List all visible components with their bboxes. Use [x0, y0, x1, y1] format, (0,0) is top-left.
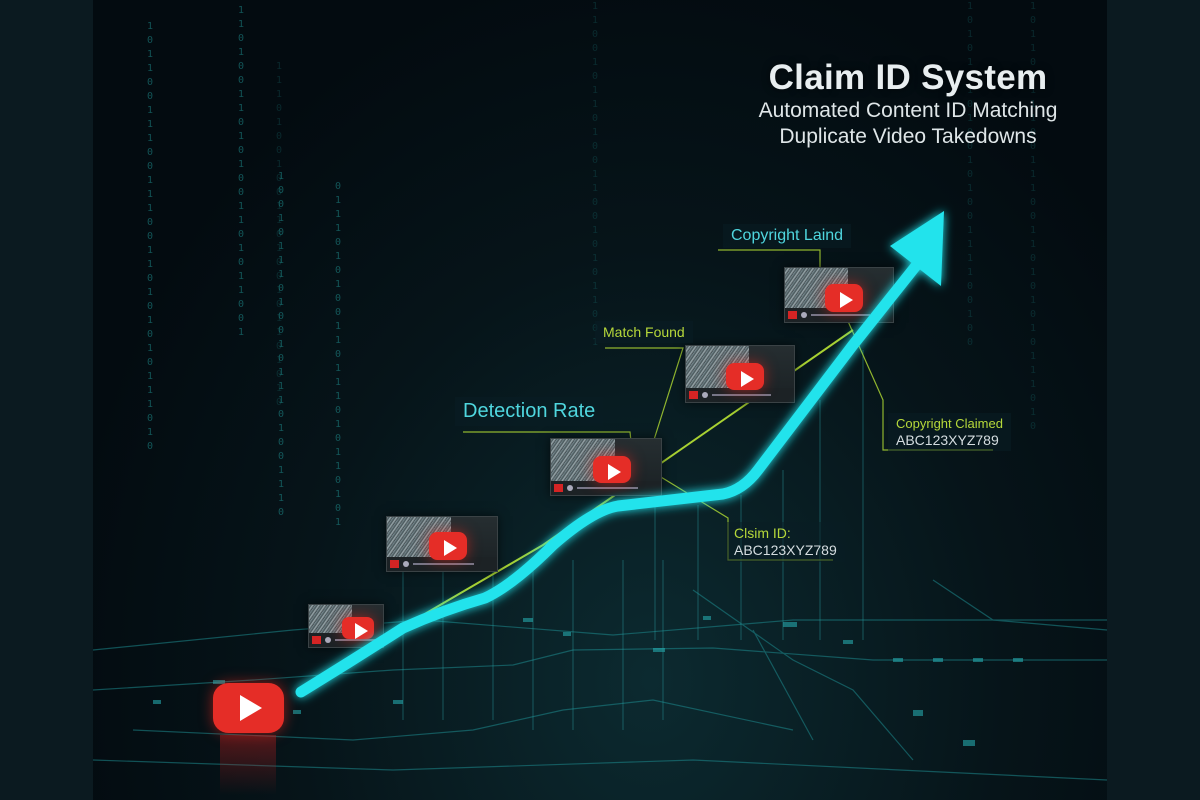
binary-column: 0111010100110111010110101	[334, 181, 342, 528]
subtitle-line-1: Automated Content ID Matching	[758, 99, 1058, 122]
binary-column: 1110100100110100101101010	[275, 61, 283, 408]
youtube-logo-icon	[213, 683, 284, 733]
label-copyright-claimed: Copyright Claimed ABC123XYZ789	[888, 413, 1011, 451]
label-match-found: Match Found	[595, 321, 693, 343]
copyright-claimed-id: ABC123XYZ789	[896, 432, 999, 448]
channel-icon	[689, 391, 698, 399]
binary-column: 1001011101001011101001110	[277, 171, 285, 518]
binary-column: 1011001110011100110101010111010	[146, 21, 154, 452]
channel-icon	[390, 560, 399, 568]
header: Claim ID System Automated Content ID Mat…	[718, 58, 1098, 150]
subtitle-line-2: Duplicate Video Takedowns	[779, 125, 1037, 148]
video-thumbnail-2[interactable]	[386, 516, 498, 572]
claim-id-title: Clsim ID:	[734, 525, 791, 541]
infographic-canvas: 1011001110011100110101010111010 01101001…	[93, 0, 1107, 800]
youtube-play-icon	[593, 456, 631, 483]
video-thumbnail-4[interactable]	[685, 345, 795, 403]
binary-column: 1100101101001100101011001	[591, 1, 599, 348]
youtube-play-icon	[342, 617, 374, 640]
label-claim-id: Clsim ID: ABC123XYZ789	[726, 522, 845, 562]
video-thumbnail-1[interactable]	[308, 604, 384, 648]
binary-column: 1010111010010100111100100	[966, 1, 974, 348]
youtube-logo-reflection	[220, 735, 276, 795]
channel-icon	[788, 311, 797, 319]
label-detection-rate: Detection Rate	[455, 397, 604, 426]
youtube-play-icon	[726, 363, 764, 390]
youtube-play-icon	[825, 284, 863, 312]
video-thumbnail-5[interactable]	[784, 267, 894, 323]
page-title: Claim ID System	[768, 58, 1048, 97]
youtube-play-icon	[429, 532, 467, 560]
channel-icon	[554, 484, 563, 492]
claim-id-value: ABC123XYZ789	[734, 542, 837, 558]
video-thumbnail-3[interactable]	[550, 438, 662, 496]
copyright-claimed-title: Copyright Claimed	[896, 416, 1003, 431]
label-copyright-laind: Copyright Laind	[723, 224, 852, 248]
channel-icon	[312, 636, 321, 644]
binary-column: 1011001110011100110101010111010	[1029, 1, 1037, 432]
